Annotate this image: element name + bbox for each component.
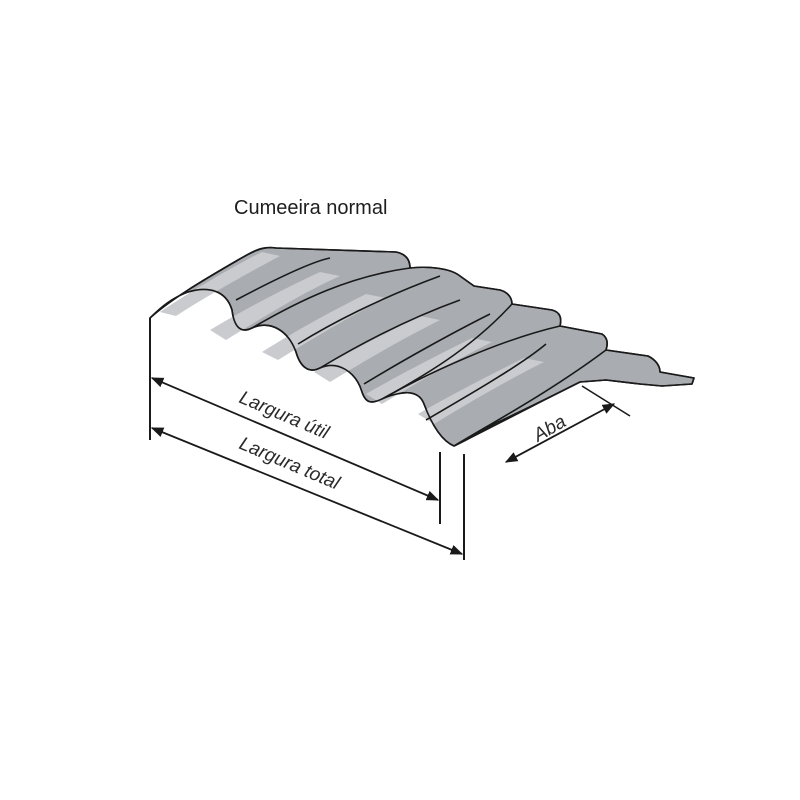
- flap-label: Aba: [529, 411, 570, 447]
- useful-width-dimension: Largura útil: [150, 377, 440, 501]
- ridge-cap-sheet: [149, 246, 695, 447]
- ridge-crest-6: [418, 358, 544, 424]
- useful-width-arrow: [150, 377, 440, 501]
- total-width-arrow: [150, 427, 464, 555]
- ridge-crest-1: [160, 252, 280, 316]
- ridge-crest-4: [314, 316, 440, 382]
- ridge-crest-2: [210, 272, 340, 340]
- flap-arrow: [504, 403, 616, 463]
- flap-extension-line: [581, 385, 631, 417]
- total-width-label: Largura total: [236, 433, 343, 494]
- diagram-title: Cumeeira normal: [234, 197, 387, 219]
